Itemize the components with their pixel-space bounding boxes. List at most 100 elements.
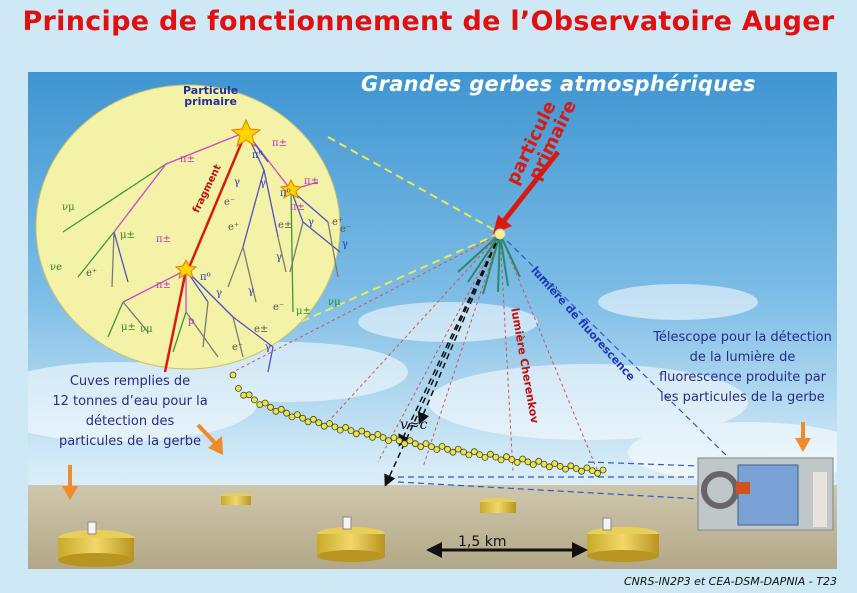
shower-particle [267, 403, 274, 411]
shower-particle [492, 453, 500, 461]
particle-label: π± [156, 234, 171, 245]
page-title: Principe de fonctionnement de l’Observat… [22, 6, 835, 37]
credits-footer: CNRS-IN2P3 et CEA-DSM-DAPNIA - T23 [623, 575, 837, 588]
shower-particle [481, 453, 489, 461]
shower-particle [551, 460, 559, 468]
shower-particle [293, 411, 301, 419]
cherenkov-cone [232, 233, 599, 473]
inset-primary-label: Particule primaire [183, 84, 239, 108]
particle-label: μ± [121, 322, 136, 333]
shower-particle [444, 445, 451, 453]
telescope-annotation: Télescope pour la détection de la lumièr… [653, 330, 832, 405]
shower-particle [315, 419, 323, 427]
shower-particle [572, 465, 580, 472]
particle-label: π⁰ [200, 272, 211, 283]
speed-label: v≈c [400, 417, 428, 433]
shower-particle [245, 391, 253, 399]
particle-label: νμ [62, 202, 75, 213]
shower-particle [524, 458, 532, 466]
shower-particle [454, 445, 462, 453]
shower-particle [229, 371, 237, 379]
particle-label: p [188, 316, 195, 327]
shower-particle [449, 448, 457, 456]
inset-tracks [62, 131, 341, 373]
particle-label: νμ [328, 297, 341, 308]
shower-particle [411, 440, 419, 448]
shower-particle [465, 451, 473, 459]
shower-particle [342, 423, 350, 431]
shower-particle [562, 465, 569, 473]
particle-label: γ [308, 217, 314, 228]
shower-particle [503, 453, 510, 461]
shower-particle [368, 433, 376, 441]
shower-particle [395, 437, 403, 445]
shower-particle [390, 434, 398, 442]
shower-particle [460, 448, 468, 456]
shower-particle [261, 399, 269, 407]
shower-particle [588, 467, 596, 475]
shower-particle [309, 415, 317, 423]
shower-particle [363, 430, 371, 438]
shower-particle [529, 461, 537, 469]
shower-particle [347, 427, 355, 435]
particle-label: e⁺ [332, 217, 344, 228]
particle-label: e⁺ [228, 222, 240, 233]
shower-particle [283, 409, 291, 417]
shower-particle [352, 430, 360, 438]
shower-particle [320, 422, 328, 430]
particle-label: γ [234, 177, 240, 188]
particle-label: π± [272, 138, 287, 149]
shower-particle [567, 462, 575, 470]
water-tanks [58, 493, 659, 567]
particle-label: γ [216, 288, 222, 299]
particle-label: π⁰ [280, 188, 291, 199]
particle-label: γ [276, 252, 282, 263]
shower-particle [599, 466, 607, 474]
particle-label: e⁻ [232, 342, 244, 353]
shower-particle [497, 456, 505, 464]
shower-particle [438, 442, 446, 450]
shower-particle [406, 437, 414, 445]
shower-particle [535, 457, 543, 465]
shower-particle [250, 396, 258, 404]
telescope [697, 457, 834, 531]
pointer-arrows [62, 422, 811, 500]
shower-particle [379, 434, 387, 441]
shower-particle [401, 440, 409, 448]
shower-particle [417, 443, 425, 451]
shower-particle [519, 455, 527, 463]
particle-label: γ [265, 342, 271, 353]
particle-label: e⁻ [273, 302, 285, 313]
particle-label: π± [304, 176, 319, 187]
shower-front [229, 371, 607, 477]
particle-label: π± [180, 154, 195, 165]
particle-label: e⁻ [224, 197, 236, 208]
shower-particle [427, 443, 435, 451]
particle-label: μ± [296, 306, 311, 317]
particle-label: π⁰ [252, 150, 263, 161]
particle-label: μ± [120, 230, 135, 241]
shower-particle [422, 440, 430, 448]
interaction-stars [174, 118, 303, 280]
fluorescence-rays [397, 233, 729, 501]
shower-particle [385, 437, 392, 445]
particle-label: π± [156, 280, 171, 291]
shower-particle [277, 405, 285, 413]
shower-particle [358, 427, 366, 435]
shower-particle [299, 414, 307, 422]
scene-illustration [28, 72, 837, 569]
shower-particle [556, 462, 564, 470]
subtitle: Grandes gerbes atmosphériques [361, 72, 756, 96]
shower-particle [476, 451, 484, 459]
particle-label: e⁺ [86, 268, 98, 279]
distance-label: 1,5 km [458, 534, 507, 550]
shower-particle [433, 446, 441, 453]
shower-particle [486, 450, 494, 458]
shower-particle [470, 448, 478, 456]
distance-arrow [426, 542, 588, 558]
particle-label: e⁻ [340, 224, 352, 235]
shower-particle [336, 426, 344, 434]
shower-particle [540, 460, 548, 468]
particle-label: νe [50, 262, 62, 273]
shower-particle [326, 420, 333, 427]
